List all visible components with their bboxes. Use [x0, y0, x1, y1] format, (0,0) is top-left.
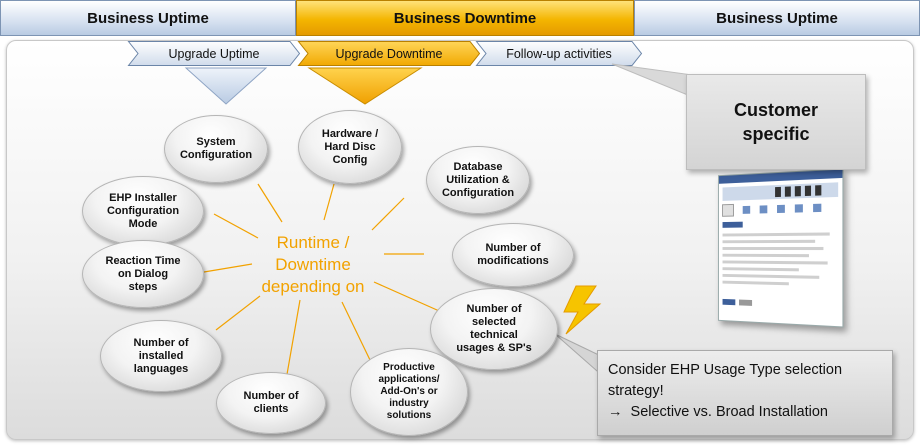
factor-line: Number of	[466, 303, 522, 315]
callout-line: Consider EHP Usage Type selection	[608, 362, 843, 378]
uptime-funnel-triangle	[184, 67, 268, 105]
center-runtime-label: Runtime / Downtime depending on	[250, 232, 376, 298]
factor-line: Productive	[383, 362, 435, 373]
phase-label: Business Uptime	[87, 9, 209, 27]
factor-line: Configuration	[106, 204, 180, 217]
factor-line: steps	[128, 280, 158, 293]
spoke-lines	[203, 183, 447, 381]
factor-line: applications/	[378, 374, 440, 385]
ehp-usage-type-callout: Consider EHP Usage Type selection strate…	[597, 350, 893, 436]
factor-line: Database	[453, 160, 503, 173]
factor-line: Number of	[243, 390, 299, 402]
downtime-funnel-triangle	[307, 67, 423, 105]
factor-line: modifications	[477, 255, 549, 267]
factor-line: on Dialog	[117, 267, 169, 280]
factor-line: Hardware /	[321, 127, 379, 140]
factor-line: Configuration	[441, 186, 515, 199]
center-line: depending on	[261, 277, 365, 296]
factor-line: Reaction Time	[105, 254, 181, 267]
phase-business-downtime: Business Downtime	[296, 0, 634, 36]
customer-specific-callout: Customer specific	[686, 74, 866, 170]
factor-line: languages	[133, 362, 189, 375]
callout-line: specific	[742, 124, 810, 144]
factor-line: EHP Installer	[109, 191, 177, 204]
factor-line: Number of	[485, 242, 541, 254]
factor-line: technical	[470, 329, 518, 341]
center-line: Runtime /	[276, 233, 350, 252]
factor-line: usages & SP's	[456, 342, 532, 354]
callout-line: Customer	[733, 100, 818, 120]
factor-line: selected	[471, 316, 517, 328]
factor-line: System	[196, 136, 236, 148]
callout-line: Selective vs. Broad Installation	[630, 404, 828, 420]
factor-line: installed	[138, 349, 184, 362]
center-line: Downtime	[275, 255, 351, 274]
factor-line: clients	[253, 403, 289, 415]
factor-line: Hard Disc	[324, 140, 376, 153]
callout-line: strategy!	[608, 383, 664, 399]
lightning-bolt-icon	[563, 285, 602, 335]
factor-line: Add-On's or	[380, 386, 438, 397]
screenshot-thumbnail-image	[718, 168, 844, 328]
phase-business-uptime-left: Business Uptime	[0, 0, 296, 36]
factor-line: Mode	[128, 217, 158, 230]
phase-business-uptime-right: Business Uptime	[634, 0, 920, 36]
phase-label: Business Downtime	[393, 9, 537, 27]
thumbnail-graphic	[718, 169, 843, 327]
phase-label: Business Uptime	[716, 9, 838, 27]
factor-line: Utilization &	[446, 173, 510, 186]
callout-line-arrow: → Selective vs. Broad Installation	[608, 402, 882, 423]
right-arrow-icon: →	[608, 404, 623, 420]
factor-line: Configuration	[179, 149, 253, 161]
factor-line: industry	[389, 398, 429, 409]
factor-line: Config	[332, 153, 368, 166]
factor-line: Number of	[133, 336, 189, 349]
factor-line: solutions	[386, 410, 432, 421]
